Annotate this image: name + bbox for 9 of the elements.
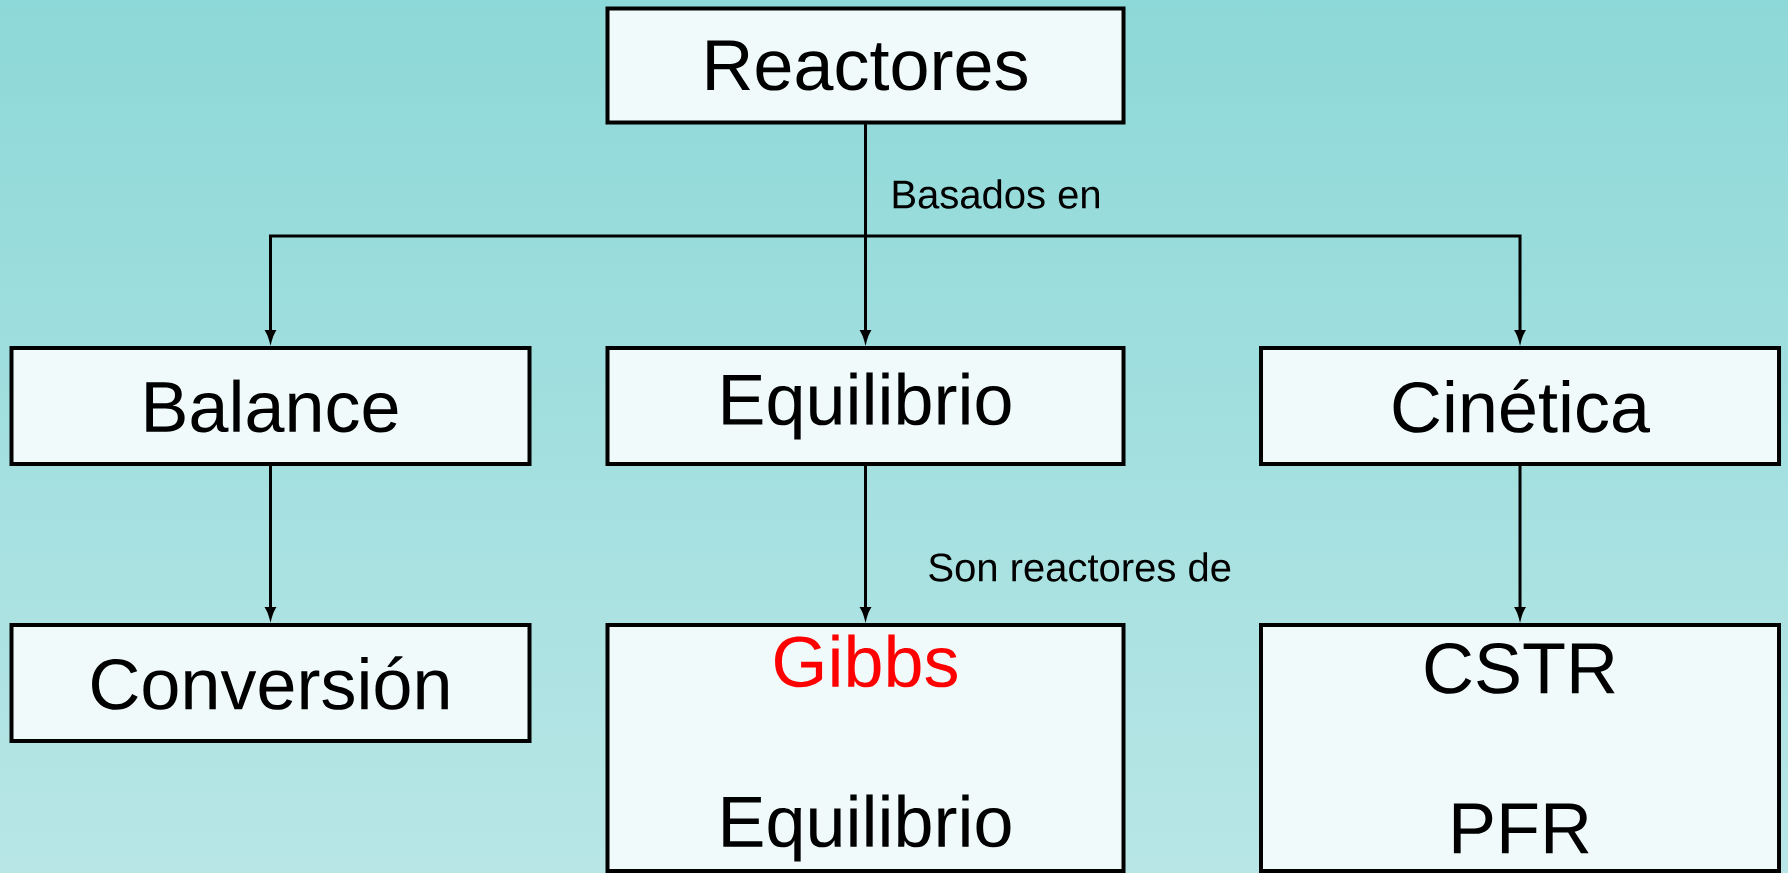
edge-label: Basados en: [893, 179, 1099, 209]
concept-box: Cinética: [1259, 346, 1781, 466]
concept-box: Balance: [9, 346, 532, 466]
edge-label: Son reactores de: [929, 552, 1231, 582]
concept-box: Gibbs Equilibrio: [605, 623, 1126, 873]
concept-box: Equilibrio: [605, 346, 1126, 466]
concept-box: CSTR PFR: [1259, 623, 1781, 873]
concept-box: Reactores: [605, 6, 1126, 125]
concept-box: Conversión: [9, 623, 532, 743]
